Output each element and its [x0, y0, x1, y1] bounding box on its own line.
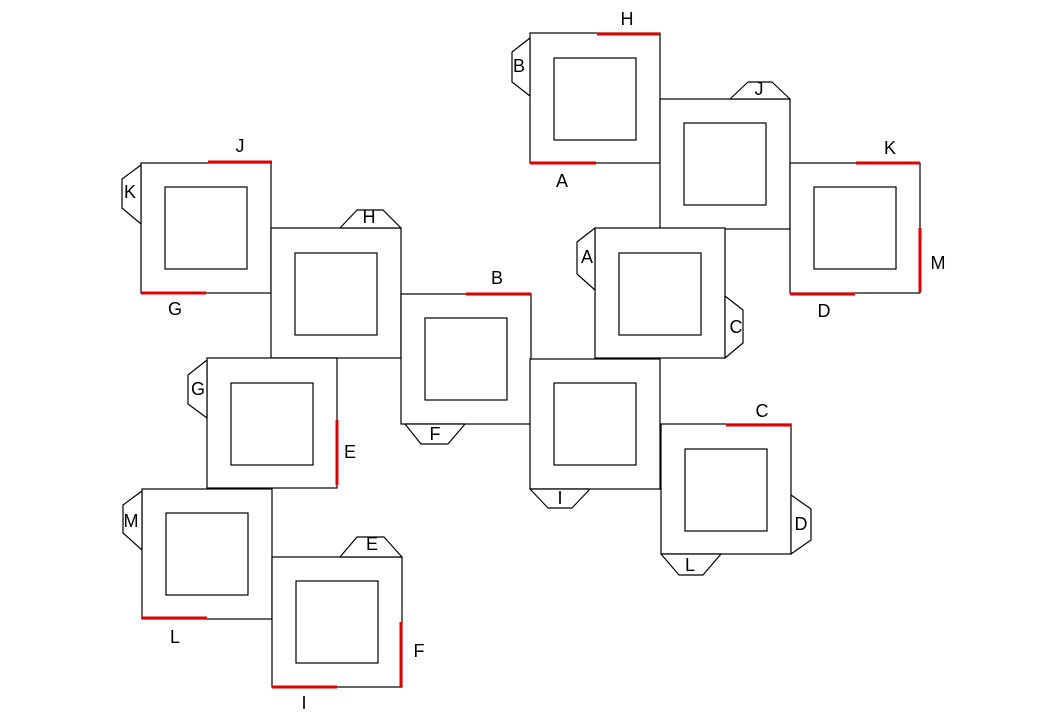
panels [140, 32, 921, 688]
tab-d [790, 494, 812, 555]
tab-label: K [124, 182, 136, 202]
panel [270, 227, 402, 359]
tab-m [122, 490, 143, 551]
tab-label: J [755, 79, 764, 99]
tab-f [404, 423, 466, 445]
tab-e [339, 536, 403, 558]
edge-label: D [818, 301, 831, 321]
glue-edges [141, 32, 922, 689]
edge-label: L [170, 627, 180, 647]
panel [140, 162, 272, 294]
edge-label: J [236, 136, 245, 156]
panel [141, 488, 273, 620]
edge-label: H [621, 9, 634, 29]
tab-label: E [366, 534, 378, 554]
tab-label: M [124, 511, 139, 531]
edge-label: B [491, 268, 503, 288]
panel [789, 162, 921, 294]
tabs [121, 37, 812, 576]
edge-label: I [301, 693, 306, 713]
edge-label: E [344, 442, 356, 462]
tab-label: F [430, 424, 441, 444]
panel [594, 227, 726, 359]
tab-a [576, 227, 596, 291]
edge-label: A [556, 171, 568, 191]
tab-label: I [557, 488, 562, 508]
edge-label: C [756, 401, 769, 421]
tab-c [724, 295, 744, 359]
tab-b [511, 37, 531, 97]
tab-label: B [513, 56, 525, 76]
tab-g [187, 359, 208, 419]
tab-label: C [730, 317, 743, 337]
tab-j [729, 81, 791, 100]
panel [659, 98, 791, 230]
edge-label: F [414, 641, 425, 661]
tab-label: L [685, 555, 695, 575]
panel [206, 357, 338, 489]
edge-label: M [931, 253, 946, 273]
tab-labels: B J A C K H F I G D L M E [124, 56, 808, 575]
panel [660, 423, 792, 555]
tab-i [529, 488, 591, 509]
tab-label: H [363, 207, 376, 227]
edge-labels: H A K M D C J G B E L F I [168, 9, 946, 713]
panel [400, 293, 532, 425]
panel [529, 32, 661, 164]
panel [271, 556, 403, 688]
tab-label: A [581, 247, 593, 267]
tab-h [339, 209, 402, 229]
edge-label: G [168, 299, 182, 319]
edge-label: K [884, 138, 896, 158]
tab-k [121, 164, 142, 225]
panel [529, 358, 661, 490]
tab-label: D [795, 514, 808, 534]
tab-l [660, 553, 722, 576]
tab-label: G [191, 379, 205, 399]
